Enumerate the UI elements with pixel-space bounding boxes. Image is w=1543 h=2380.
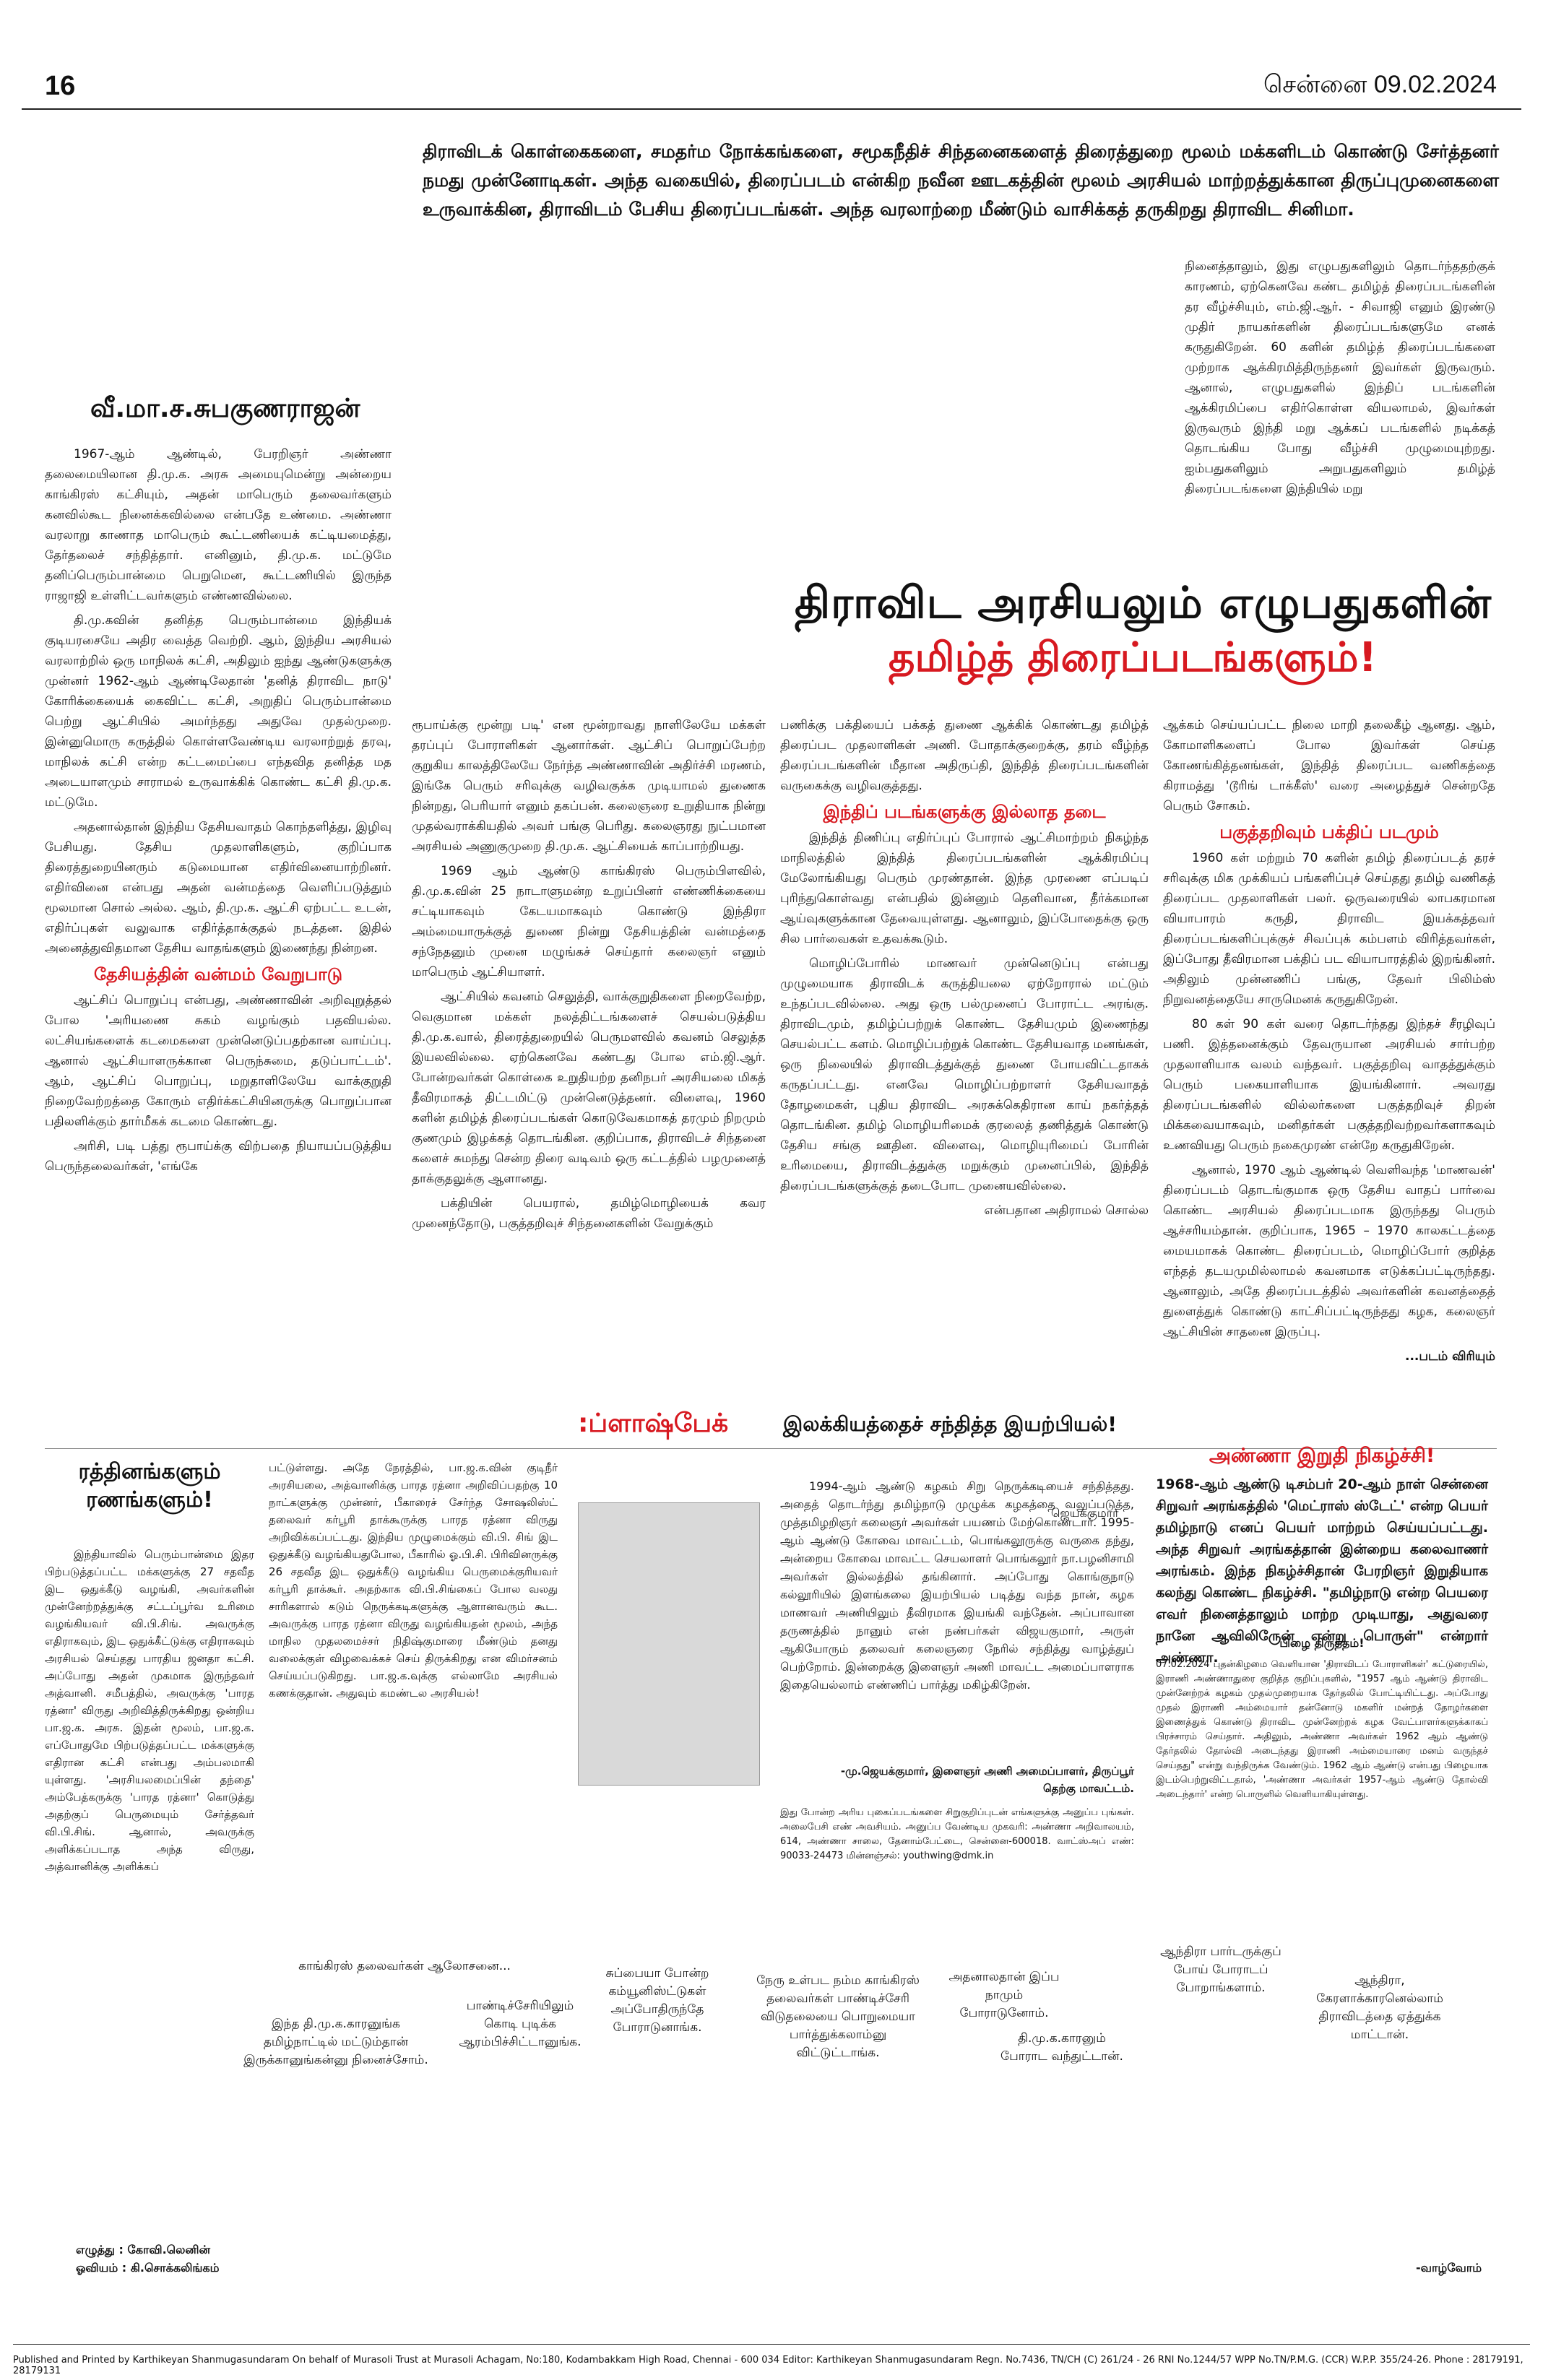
cartoon-bubble: நேரு உள்பட நம்ம காங்கிரஸ் தலைவர்கள் பாண்… bbox=[756, 1973, 920, 2060]
box2-signature: -மு.ஜெயக்குமார், இளைஞர் அணி அமைப்பாளர், … bbox=[840, 1765, 1134, 1795]
subheading: பகுத்தறிவும் பக்திப் படமும் bbox=[1219, 822, 1439, 842]
paragraph: பட்டுள்ளது. அதே நேரத்தில், பா.ஜ.க.வின் க… bbox=[269, 1461, 558, 1700]
headline-line1: திராவிட அரசியலும் எழுபதுகளின் bbox=[795, 578, 1492, 628]
photo-placeholder bbox=[578, 1502, 760, 1786]
continuation-note: ...படம் விரியும் bbox=[1405, 1349, 1495, 1364]
box-text-col-1: இந்தியாவில் பெரும்பான்மை இதர பிற்படுத்தப… bbox=[45, 1546, 254, 1943]
article-col-1: 1967-ஆம் ஆண்டில், பேரறிஞர் அண்ணா தலைமையி… bbox=[45, 444, 392, 1437]
article-col-top-right: நினைத்தாலும், இது எழுபதுகளிலும் தொடர்ந்த… bbox=[1185, 256, 1495, 603]
intro-text: திராவிடக் கொள்கைகளை, சமதர்ம நோக்கங்களை, … bbox=[423, 141, 1499, 220]
page-date: சென்னை 09.02.2024 bbox=[1263, 71, 1497, 98]
subheading: தேசியத்தின் வன்மம் வேறுபாடு bbox=[93, 964, 343, 985]
section-rule bbox=[45, 1448, 1497, 1449]
cartoon-bubble: இந்த தி.மு.க.காரனுங்க தமிழ்நாட்டில் மட்ட… bbox=[243, 2017, 428, 2067]
cartoon-bubble: அதனாலதான் இப்ப நாமும் போராடுனோம். bbox=[948, 1970, 1060, 2020]
anna-box-text: 1968-ஆம் ஆண்டு டிசம்பர் 20-ஆம் நாள் சென்… bbox=[1156, 1476, 1488, 1666]
page-number: 16 bbox=[45, 71, 76, 101]
paragraph: அரிசி, படி பத்து ரூபாய்க்கு விற்பதை நியா… bbox=[45, 1139, 392, 1174]
cartoon-bubble: ஆந்திரா பார்டருக்குப் போய் போராடப் போறாங… bbox=[1160, 1944, 1281, 1995]
paragraph: பணிக்கு பக்தியைப் பக்கத் துணை ஆக்கிக் கொ… bbox=[780, 718, 1149, 793]
correction-title: பிழை திருத்தம்! bbox=[1279, 1636, 1365, 1650]
artist-credit: ஓவியம் : கி.சொக்கலிங்கம் bbox=[76, 2261, 220, 2275]
byline: வீ.மா.ச.சுபகுணராஜன் bbox=[90, 394, 360, 423]
paragraph: நினைத்தாலும், இது எழுபதுகளிலும் தொடர்ந்த… bbox=[1185, 259, 1495, 496]
paragraph: ஆனால், 1970 ஆம் ஆண்டில் வெளிவந்த 'மாணவன்… bbox=[1163, 1163, 1495, 1339]
paragraph: ஆக்கம் செய்யப்பட்ட நிலை மாறி தலைகீழ் ஆனத… bbox=[1163, 718, 1495, 813]
subheading: இந்திப் படங்களுக்கு இல்லாத தடை bbox=[823, 802, 1106, 822]
paragraph: 1967-ஆம் ஆண்டில், பேரறிஞர் அண்ணா தலைமையி… bbox=[45, 447, 392, 603]
cartoon-bubble: ஆந்திரா, கேரளாக்காரனெல்லாம் திராவிடத்தை … bbox=[1316, 1973, 1443, 2042]
paragraph: தி.மு.கவின் தனித்த பெரும்பான்மை இந்தியக்… bbox=[45, 613, 392, 810]
paragraph: மொழிப்போரில் மாணவர் முன்னெடுப்பு என்பது … bbox=[780, 956, 1149, 1193]
article-col-4: ஆக்கம் செய்யப்பட்ட நிலை மாறி தலைகீழ் ஆனத… bbox=[1163, 715, 1495, 1437]
box-text-col-2: பட்டுள்ளது. அதே நேரத்தில், பா.ஜ.க.வின் க… bbox=[269, 1459, 558, 1936]
flashback-label: :ப்ளாஷ்பேக் bbox=[578, 1408, 729, 1438]
correction-note: 07.02.2024 புதன்கிழமை வெளியான 'திராவிடப்… bbox=[1156, 1659, 1488, 1800]
anna-box-title: அண்ணா இறுதி நிகழ்ச்சி! bbox=[1209, 1445, 1435, 1467]
paragraph: பக்தியின் பெயரால், தமிழ்மொழியைக் கவர முன… bbox=[412, 1196, 766, 1231]
paragraph: 1969 ஆம் ஆண்டு காங்கிரஸ் பெரும்பிளவில், … bbox=[412, 864, 766, 979]
paragraph: அதனால்தான் இந்திய தேசியவாதம் கொந்தளித்து… bbox=[45, 820, 392, 956]
box2-title: இலக்கியத்தைச் சந்தித்த இயற்பியல்! bbox=[782, 1412, 1118, 1436]
strip-signature: -வாழ்வோம் bbox=[1416, 2261, 1482, 2275]
paragraph: ஆட்சிப் பொறுப்பு என்பது, அண்ணாவின் அறிவு… bbox=[45, 993, 392, 1129]
paragraph: இந்தியாவில் பெரும்பான்மை இதர பிற்படுத்தப… bbox=[45, 1548, 254, 1873]
article-col-2: ரூபாய்க்கு மூன்று படி' என மூன்றாவது நாளி… bbox=[412, 715, 766, 1437]
photo-caption-name: ஜெயக்குமார் bbox=[1051, 1506, 1119, 1520]
writer-credit: எழுத்து : கோவி.லெனின் bbox=[76, 2243, 211, 2256]
headline-line2: தமிழ்த் திரைப்படங்களும்! bbox=[889, 634, 1378, 681]
imprint-footer: Published and Printed by Karthikeyan Sha… bbox=[13, 2355, 1523, 2376]
article-col-3: பணிக்கு பக்தியைப் பக்கத் துணை ஆக்கிக் கொ… bbox=[780, 715, 1149, 1437]
continuation-note: என்பதான அதிராமல் சொல்ல bbox=[984, 1203, 1149, 1218]
box-title: ரத்தினங்களும் ரணங்களும்! bbox=[78, 1459, 221, 1513]
cartoon-bubble: சுப்பையா போன்ற கம்யூனிஸ்ட்டுகள் அப்போதிர… bbox=[605, 1966, 709, 2035]
cartoon-bubble: பாண்டிச்சேரியிலும் கொடி புடிக்க ஆரம்பிச்… bbox=[459, 1999, 582, 2049]
paragraph: 1994-ஆம் ஆண்டு கழகம் சிறு நெருக்கடியைச் … bbox=[780, 1479, 1134, 1692]
top-rule bbox=[22, 108, 1521, 110]
cartoon-caption: காங்கிரஸ் தலைவர்கள் ஆலோசனை... bbox=[298, 1959, 511, 1973]
cartoon-bubble: தி.மு.க.காரனும் போராட வந்துட்டான். bbox=[1000, 2031, 1123, 2064]
paragraph: ரூபாய்க்கு மூன்று படி' என மூன்றாவது நாளி… bbox=[412, 718, 766, 854]
paragraph: இந்தித் திணிப்பு எதிர்ப்புப் போரால் ஆட்ச… bbox=[780, 831, 1149, 946]
paragraph: 1960 கள் மற்றும் 70 களின் தமிழ் திரைப்பட… bbox=[1163, 851, 1495, 1007]
paragraph: 80 கள் 90 கள் வரை தொடர்ந்தது இந்தச் சீரழ… bbox=[1163, 1017, 1495, 1153]
bottom-rule bbox=[13, 2344, 1530, 2345]
box2-text: 1994-ஆம் ஆண்டு கழகம் சிறு நெருக்கடியைச் … bbox=[780, 1477, 1134, 1759]
paragraph: ஆட்சியில் கவனம் செலுத்தி, வாக்குறுதிகளை … bbox=[412, 990, 766, 1186]
submission-note: இது போன்ற அரிய புகைப்படங்களை சிறுகுறிப்ப… bbox=[780, 1807, 1134, 1861]
